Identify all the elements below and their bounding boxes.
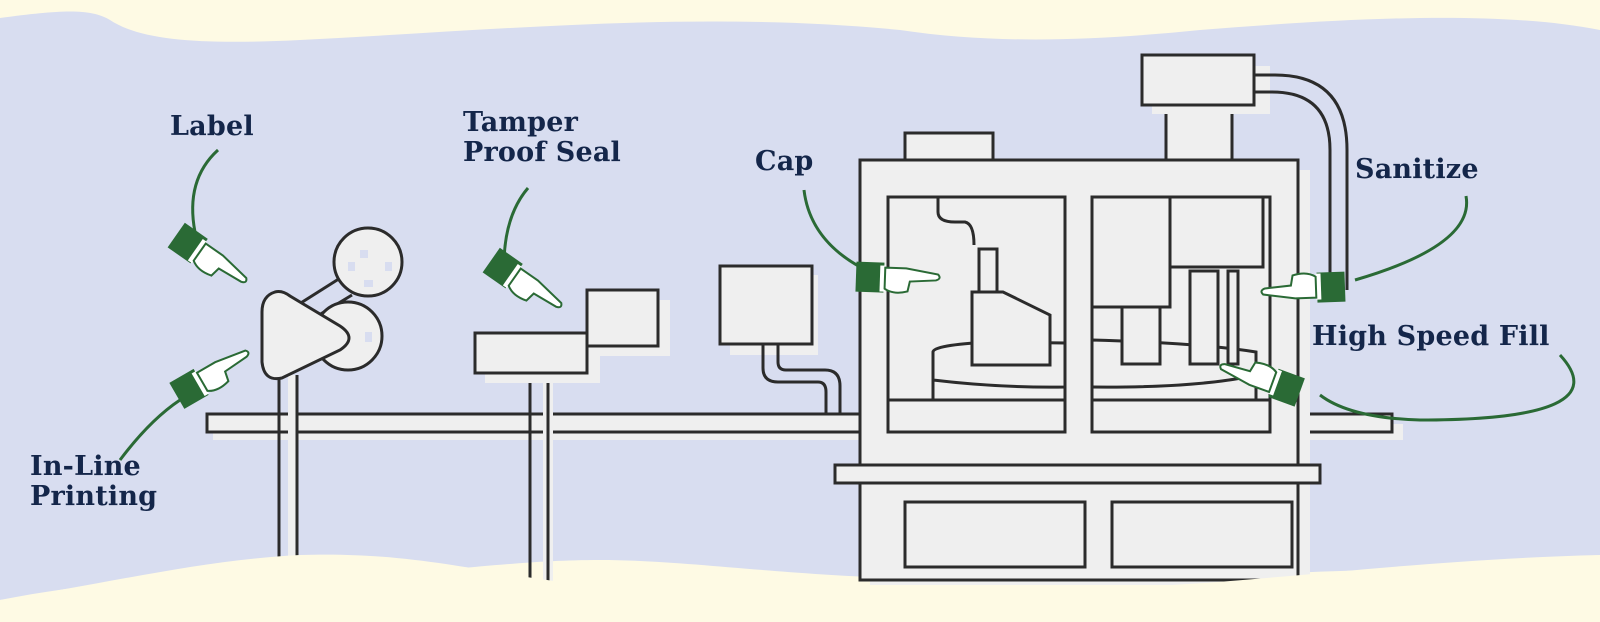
reel-hole: [360, 250, 368, 258]
filler-nozzle-thin: [1226, 269, 1240, 366]
control-box: [718, 264, 814, 346]
label-leader: [191, 148, 220, 233]
sanitize-pipe-inner: [1254, 90, 1332, 290]
label-reel-top: [332, 226, 404, 298]
tamper-proof-seal-label: Tamper Proof Seal: [463, 107, 621, 168]
capper-spindle: [977, 247, 999, 294]
pointing-hand-icon: [167, 222, 248, 284]
pointing-hand-icon: [1219, 361, 1305, 407]
lower-cabinet-right: [1110, 500, 1294, 569]
seal-unit-base: [473, 331, 589, 375]
reel-arm-top: [295, 273, 346, 308]
label-stand-shadow: [288, 375, 298, 565]
reel-hole: [348, 262, 355, 271]
filler-manifold: [1168, 195, 1265, 269]
high-speed-fill-leader: [1319, 353, 1576, 422]
filler-nozzle: [1188, 269, 1220, 366]
sanitize-pipe-outer: [1254, 73, 1349, 290]
label-station-label: Label: [170, 111, 254, 142]
filler-valve: [1120, 305, 1162, 366]
seal-unit-head: [585, 288, 660, 348]
machine-shelf: [833, 463, 1322, 485]
cap-label: Cap: [755, 146, 814, 177]
control-cable-outer: [761, 344, 828, 414]
machine-top-block: [903, 131, 995, 162]
filler-side-block: [1090, 195, 1172, 309]
reel-hole: [365, 332, 372, 342]
in-line-printing-label: In-Line Printing: [30, 451, 158, 512]
pointing-hand-icon: [855, 261, 941, 294]
bottom-wave: [0, 554, 1600, 622]
in-line-printing-leader: [118, 398, 181, 461]
cap-leader: [802, 189, 863, 270]
reel-hole: [364, 280, 373, 287]
sanitize-tank: [1140, 53, 1256, 107]
pointing-hand-icon: [482, 247, 563, 309]
lower-cabinet-left: [903, 500, 1087, 569]
control-cable-inner: [776, 344, 842, 414]
high-speed-fill-label: High Speed Fill: [1312, 321, 1550, 352]
pointing-hand-icon: [1260, 271, 1346, 303]
pointing-hand-icon: [169, 349, 250, 409]
capper-cable: [936, 197, 976, 246]
capper-head: [970, 290, 1052, 367]
reel-hole: [385, 262, 392, 271]
sanitize-label: Sanitize: [1355, 154, 1479, 185]
label-applicator-head: [260, 290, 351, 381]
sanitize-leader: [1354, 195, 1469, 282]
